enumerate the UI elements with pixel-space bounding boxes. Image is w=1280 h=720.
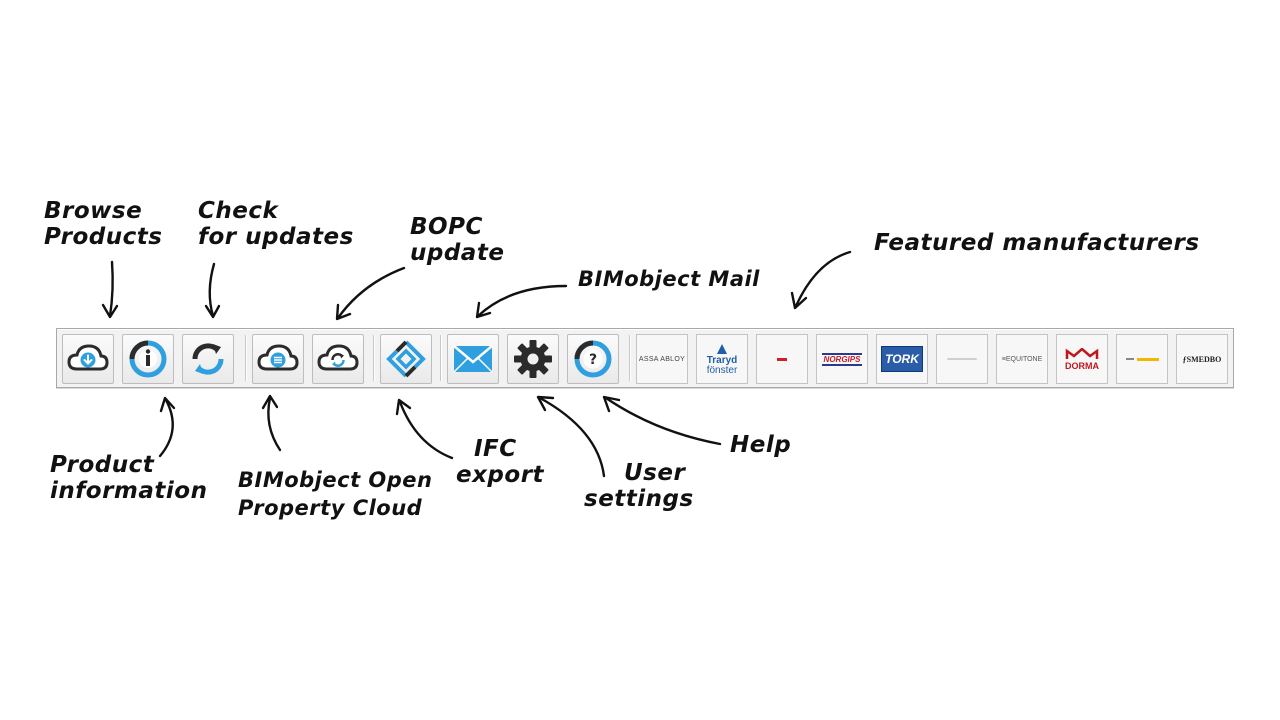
browse-products-button[interactable] — [62, 334, 114, 384]
arrow-help — [604, 396, 722, 446]
cloud-sync-icon — [317, 344, 359, 371]
equitone-logo: ≡EQUITONE — [1001, 355, 1043, 363]
dorma-logo: DORMA — [1065, 346, 1099, 371]
cloud-list-icon — [257, 344, 299, 371]
annotation-browse-products: Browse Products — [44, 198, 163, 250]
assa-abloy-logo: ASSA ABLOY — [638, 355, 686, 363]
dorma-crown-icon — [1065, 346, 1099, 359]
cloud-download-icon — [67, 344, 109, 371]
manufacturer-norgips[interactable]: NORGIPS — [816, 334, 868, 384]
arrow-featured-manufacturers — [794, 250, 852, 308]
smedbo-logo: ƒSMEDBO — [1182, 354, 1222, 364]
arrow-ifc-export — [398, 400, 454, 460]
traryd-mark-icon — [716, 343, 727, 354]
ifc-logo-icon — [386, 340, 426, 378]
manufacturer-equitone[interactable]: ≡EQUITONE — [996, 334, 1048, 384]
annotation-bopc-update: BOPC update — [410, 214, 505, 266]
arrow-bopc-update — [336, 266, 406, 320]
product-information-button[interactable] — [122, 334, 174, 384]
annotation-product-information: Product information — [50, 452, 208, 504]
manufacturer-smedbo[interactable]: ƒSMEDBO — [1176, 334, 1228, 384]
check-for-updates-button[interactable] — [182, 334, 234, 384]
refresh-icon — [192, 343, 224, 375]
annotation-bimobject-open-property-cloud: BIMobject Open Property Cloud — [238, 468, 433, 520]
manufacturer-tork[interactable]: TORK — [876, 334, 928, 384]
manufacturer-faint-logo[interactable] — [936, 334, 988, 384]
yellow-bar-logo — [1125, 357, 1159, 361]
gear-icon — [514, 340, 552, 378]
annotation-ifc-export: IFC export — [456, 436, 545, 488]
envelope-icon — [453, 345, 493, 373]
faint-logo — [947, 358, 977, 360]
arrow-bopc — [267, 396, 282, 452]
arrow-check-for-updates — [208, 262, 216, 318]
annotation-bimobject-mail: BIMobject Mail — [578, 267, 760, 291]
manufacturer-yellow-logo[interactable] — [1116, 334, 1168, 384]
svg-text:?: ? — [589, 352, 597, 368]
norgips-logo: NORGIPS — [821, 352, 863, 366]
arrow-browse-products — [108, 260, 114, 318]
user-settings-button[interactable] — [507, 334, 559, 384]
manufacturer-dorma[interactable]: DORMA — [1056, 334, 1108, 384]
red-bar-logo — [777, 357, 787, 361]
manufacturer-assa-abloy[interactable]: ASSA ABLOY — [636, 334, 688, 384]
arrow-bimobject-mail — [476, 284, 568, 318]
traryd-fonster-logo: Traryd fönster — [707, 343, 737, 376]
arrow-product-information — [158, 398, 174, 458]
bimobject-mail-button[interactable] — [447, 334, 499, 384]
manufacturer-traryd-fonster[interactable]: Traryd fönster — [696, 334, 748, 384]
manufacturer-red-logo[interactable] — [756, 334, 808, 384]
help-button[interactable]: ? — [567, 334, 619, 384]
annotation-featured-manufacturers: Featured manufacturers — [874, 230, 1200, 256]
bopc-update-button[interactable] — [312, 334, 364, 384]
info-icon — [129, 340, 167, 378]
question-icon: ? — [574, 340, 612, 378]
annotation-user-settings: User settings — [584, 460, 694, 512]
tork-logo: TORK — [881, 346, 923, 372]
annotation-help: Help — [730, 432, 792, 458]
annotation-check-for-updates: Check for updates — [198, 198, 354, 250]
bimobject-toolbar: ? ASSA ABLOY Traryd fönster NORGIPS TORK… — [56, 328, 1234, 388]
ifc-export-button[interactable] — [380, 334, 432, 384]
bimobject-open-property-cloud-button[interactable] — [252, 334, 304, 384]
